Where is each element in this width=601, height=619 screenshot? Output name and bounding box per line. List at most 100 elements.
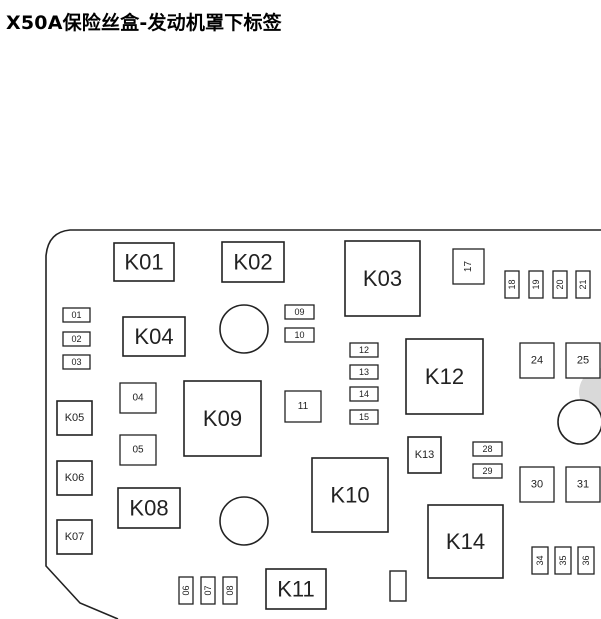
- fuse-02: 02: [62, 331, 91, 347]
- relay-box-k08: [117, 487, 181, 529]
- fuse-label-15: 15: [359, 412, 369, 422]
- fuse-box-15: [349, 409, 379, 425]
- fuse-box-01: [62, 307, 91, 323]
- fuse-box-08: [222, 576, 238, 605]
- fuse-label-14: 14: [359, 389, 369, 399]
- mounting-post-right: [557, 399, 601, 445]
- relay-label-k05: K05: [65, 412, 85, 424]
- relay-k09: K09: [183, 380, 262, 457]
- fuse-box-04: [119, 382, 157, 414]
- fuse-box-13: [349, 364, 379, 380]
- fuse-label-25: 25: [577, 355, 589, 367]
- fuse-box-20: [552, 270, 568, 299]
- fuse-31: 31: [565, 466, 601, 503]
- relay-box-k14: [427, 504, 504, 579]
- fuse-box-24: [519, 342, 555, 379]
- relay-k08: K08: [117, 487, 181, 529]
- relay-label-k02: K02: [233, 250, 272, 275]
- fuse-30: 30: [519, 466, 555, 503]
- fuse-label-01: 01: [71, 310, 81, 320]
- mounting-post-bottom: [219, 496, 269, 546]
- relay-label-k08: K08: [129, 496, 168, 521]
- fuse-36: 36: [577, 546, 595, 575]
- fuse-label-03: 03: [71, 357, 81, 367]
- fuse-28: 28: [472, 441, 503, 457]
- fuse-box-07: [200, 576, 216, 605]
- relay-label-k07: K07: [65, 531, 85, 543]
- relay-box-k13: [407, 436, 442, 474]
- fuse-box-06: [178, 576, 194, 605]
- fuse-label-10: 10: [294, 330, 304, 340]
- relay-box-k04: [122, 316, 186, 357]
- relay-box-k07: [56, 519, 93, 555]
- relay-box-k11: [265, 568, 327, 610]
- relay-k05: K05: [56, 400, 93, 436]
- page-title: X50A保险丝盒-发动机罩下标签: [6, 12, 282, 34]
- fuse-35: 35: [554, 546, 572, 575]
- relay-label-k01: K01: [124, 250, 163, 275]
- relay-box-k01: [113, 242, 175, 282]
- fuse-label-06: 06: [181, 585, 191, 595]
- relay-label-k11: K11: [277, 577, 315, 602]
- fuse-label-09: 09: [294, 307, 304, 317]
- fuse-12: 12: [349, 342, 379, 358]
- fuse-03: 03: [62, 354, 91, 370]
- relay-box-k10: [311, 457, 389, 533]
- fuse-box-34: [531, 546, 549, 575]
- fuse-label-13: 13: [359, 367, 369, 377]
- fuse-box-35: [554, 546, 572, 575]
- relay-label-k13: K13: [415, 449, 435, 461]
- fuse-06: 06: [178, 576, 194, 605]
- fuse-label-34: 34: [535, 555, 545, 565]
- fuse-box-31: [565, 466, 601, 503]
- relay-box-k05: [56, 400, 93, 436]
- relay-k13: K13: [407, 436, 442, 474]
- relay-k07: K07: [56, 519, 93, 555]
- fuse-box-14: [349, 386, 379, 402]
- fuse-box-21: [575, 270, 591, 299]
- fuse-29: 29: [472, 463, 503, 479]
- mounting-post-top: [219, 304, 269, 354]
- fuse-box-30: [519, 466, 555, 503]
- fuse-label-02: 02: [71, 334, 81, 344]
- fuse-box-05: [119, 434, 157, 466]
- fuse-box-09: [284, 304, 315, 320]
- relay-box-k02: [221, 241, 285, 283]
- fuse-label-05: 05: [132, 445, 144, 456]
- fuse-label-17: 17: [463, 261, 474, 273]
- fuse-label-31: 31: [577, 479, 589, 491]
- fuse-24: 24: [519, 342, 555, 379]
- relay-box-k12: [405, 338, 484, 415]
- fuse-box-17: [452, 248, 485, 285]
- relay-k12: K12: [405, 338, 484, 415]
- fuse-box-12: [349, 342, 379, 358]
- fuse-01: 01: [62, 307, 91, 323]
- fuse-label-19: 19: [531, 279, 541, 289]
- fuse-box-19: [528, 270, 544, 299]
- fuse-label-07: 07: [203, 585, 213, 595]
- fuse-label-20: 20: [555, 279, 565, 289]
- fuse-25: 25: [565, 342, 601, 379]
- fuse-label-18: 18: [507, 279, 517, 289]
- fuse-box-03: [62, 354, 91, 370]
- fuse-20: 20: [552, 270, 568, 299]
- fuse-19: 19: [528, 270, 544, 299]
- fuse-15: 15: [349, 409, 379, 425]
- fuse-box-29: [472, 463, 503, 479]
- relay-k04: K04: [122, 316, 186, 357]
- relay-k11: K11: [265, 568, 327, 610]
- fuse-label-08: 08: [225, 585, 235, 595]
- fuse-label-29: 29: [482, 466, 492, 476]
- relay-label-k03: K03: [363, 266, 402, 291]
- relay-k01: K01: [113, 242, 175, 282]
- unlabeled-slot: [389, 570, 407, 602]
- fuse-07: 07: [200, 576, 216, 605]
- fuse-label-36: 36: [581, 555, 591, 565]
- fuse-09: 09: [284, 304, 315, 320]
- relay-k10: K10: [311, 457, 389, 533]
- fuse-box-18: [504, 270, 520, 299]
- fuse-14: 14: [349, 386, 379, 402]
- fuse-box-28: [472, 441, 503, 457]
- relay-box-k09: [183, 380, 262, 457]
